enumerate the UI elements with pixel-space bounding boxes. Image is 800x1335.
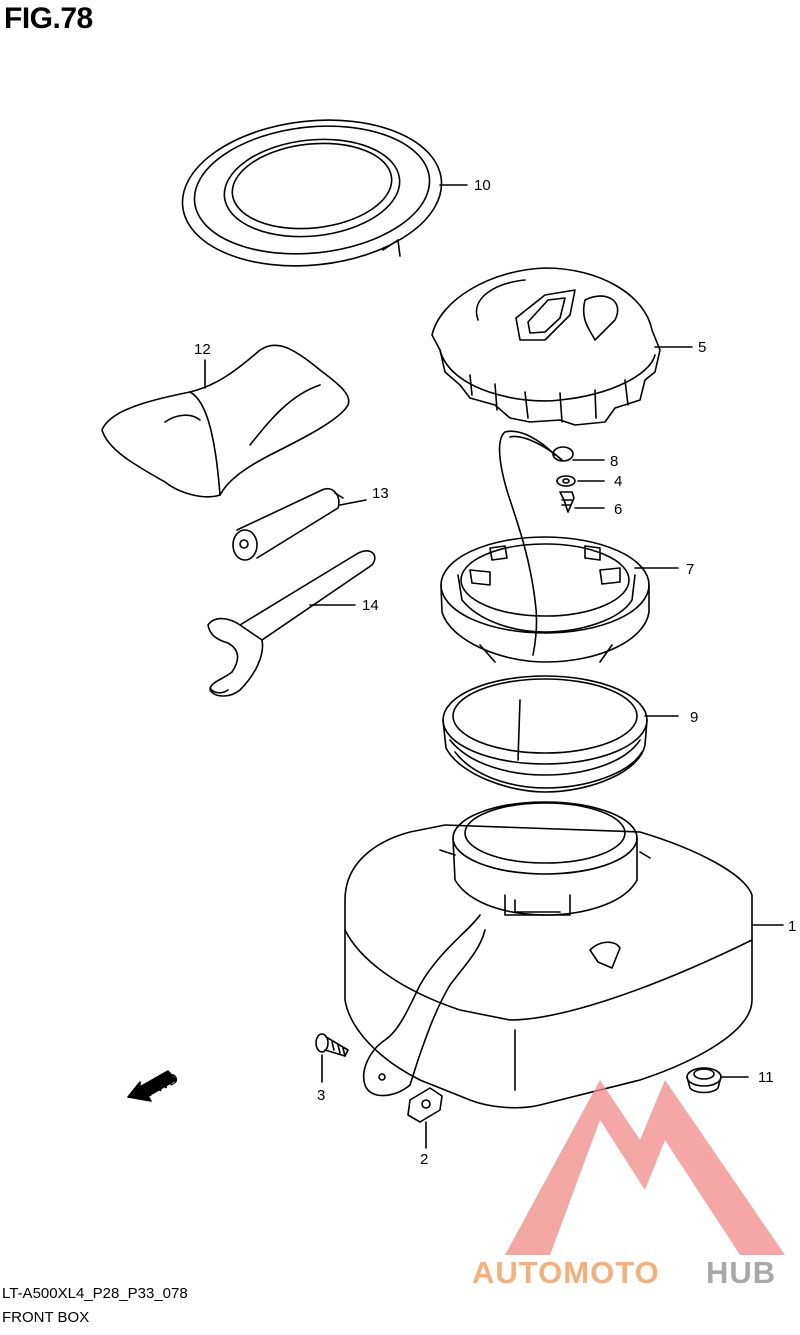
callout-11: 11 [758, 1069, 774, 1086]
part-2-nut-plate [407, 1087, 443, 1149]
figure-title: FIG.78 [4, 2, 93, 35]
leader-lines [439, 184, 784, 926]
part-14-spanner [207, 550, 376, 697]
callout-10: 10 [474, 177, 491, 194]
callout-1: 1 [788, 918, 796, 935]
callout-5: 5 [698, 339, 706, 356]
callout-8: 8 [610, 453, 618, 470]
callout-3: 3 [317, 1087, 325, 1104]
part-9-gasket-ring [442, 675, 648, 793]
footer-diagram-code: LT-A500XL4_P28_P33_078 [2, 1285, 188, 1302]
callout-12: 12 [194, 341, 211, 358]
watermark-brand-main: AUTOMOTO [472, 1255, 660, 1290]
callout-4: 4 [614, 473, 622, 490]
part-11-grommet [686, 1067, 749, 1094]
watermark-brand-accent: HUB [706, 1255, 776, 1290]
part-8-4-6-tether [498, 430, 576, 656]
callout-2: 2 [420, 1151, 428, 1168]
callout-6: 6 [614, 501, 622, 518]
callout-14: 14 [362, 597, 379, 614]
callout-13: 13 [372, 485, 389, 502]
part-1-front-box [344, 801, 753, 1109]
callout-9: 9 [690, 709, 698, 726]
footer-assembly-name: FRONT BOX [2, 1309, 90, 1326]
watermark-logo [505, 1080, 785, 1255]
part-5-cap [431, 267, 661, 426]
part-13-cylinder [232, 488, 367, 561]
fwd-direction-arrow [127, 1070, 177, 1102]
part-10-seal-ring [181, 119, 443, 267]
callout-7: 7 [686, 561, 694, 578]
part-3-screw [315, 1033, 349, 1083]
part-12-tool-bag [101, 344, 350, 498]
part-7-retaining-ring [440, 536, 650, 663]
